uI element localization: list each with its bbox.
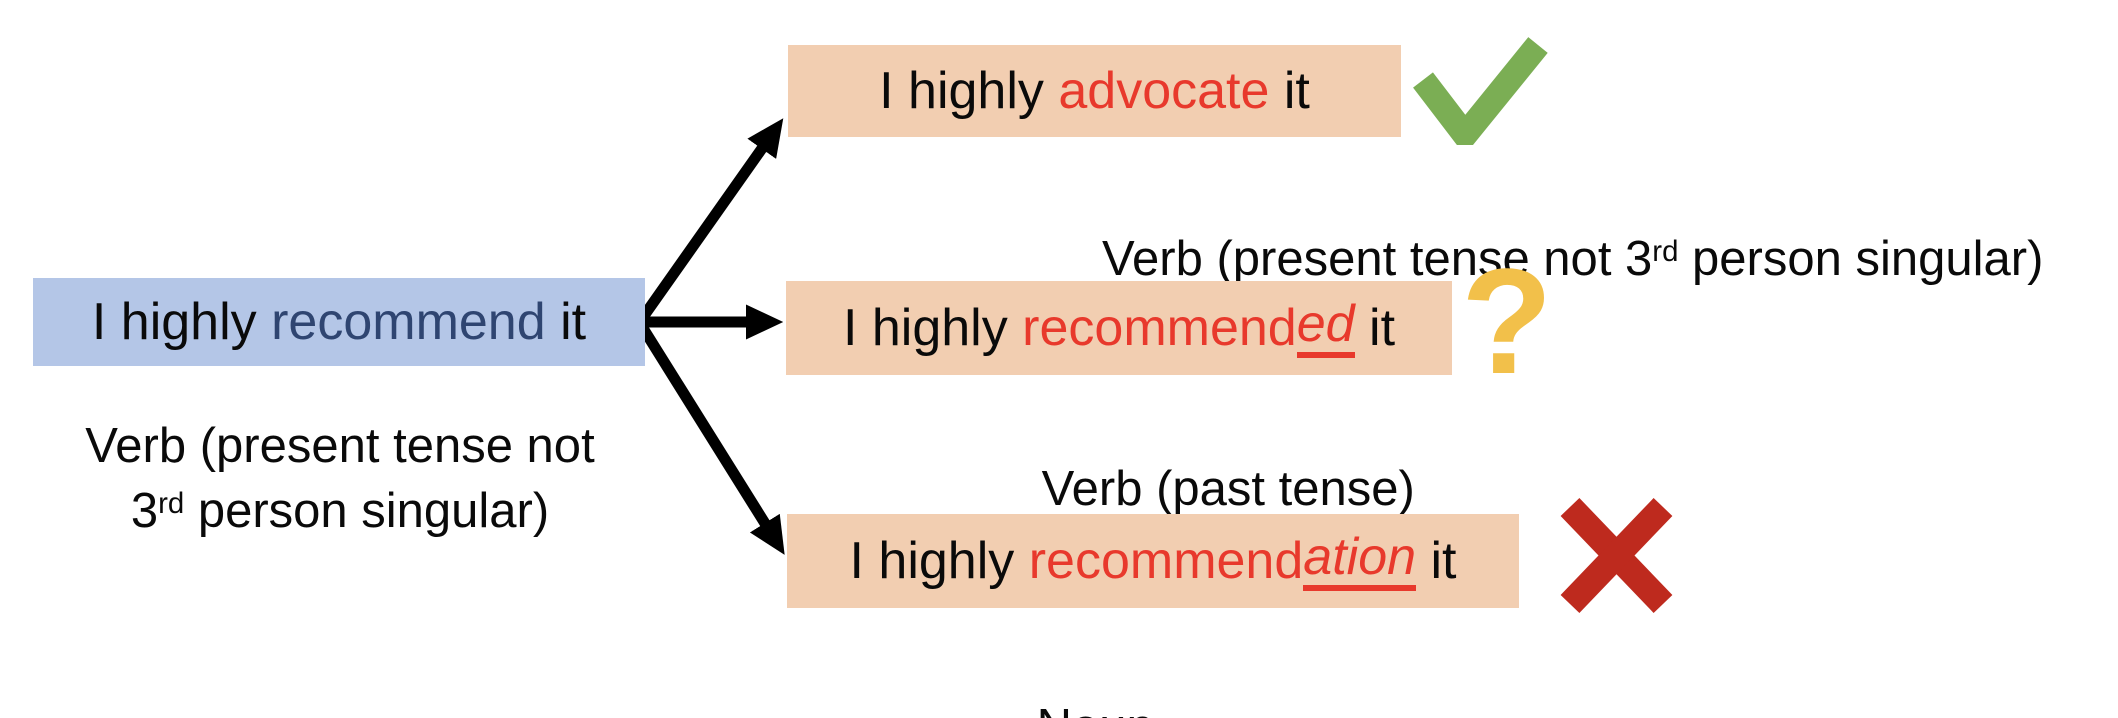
source-text-pre: I highly (91, 293, 272, 351)
branch0-text-pre: I highly (879, 62, 1059, 120)
source-caption-superscript: rd (158, 486, 185, 520)
source-sentence-box: I highly recommend it (33, 278, 645, 366)
branch2-pos-caption: Noun (918, 630, 1218, 718)
branch2-substituted-word: recommend (1028, 532, 1304, 590)
source-pos-caption: Verb (present tense not 3rd person singu… (5, 414, 675, 543)
branch0-substituted-word: advocate (1058, 62, 1270, 120)
checkmark-icon (1413, 37, 1548, 145)
branch2-text-post: it (1416, 532, 1457, 590)
source-caption-line2-rest: person singular) (184, 483, 550, 538)
source-caption-line2-num: 3 (130, 483, 159, 538)
branch1-pos-caption: Verb (past tense) (901, 392, 1501, 586)
branch1-substituted-word: recommend (1022, 299, 1297, 357)
cross-icon (1560, 498, 1673, 613)
branch2-text-pre: I highly (849, 532, 1029, 590)
source-caption-line1: Verb (present tense not (85, 419, 595, 473)
branch1-text-post: it (1354, 299, 1396, 357)
branch1-suffix: ed (1296, 298, 1355, 358)
source-highlighted-word: recommend (271, 293, 546, 351)
branch0-caption-superscript: rd (1652, 234, 1679, 268)
branch-sentence-box-advocate: I highly advocate it (788, 45, 1401, 137)
question-mark-icon: ? (1461, 237, 1553, 405)
source-text-post: it (545, 293, 587, 351)
branch0-caption-post: person singular) (1678, 231, 2044, 286)
branch2-suffix: ation (1303, 531, 1417, 591)
branch0-pos-caption: Verb (present tense not 3rd person singu… (958, 162, 2118, 356)
arrow-to-branch-bottom (636, 322, 785, 555)
branch1-text-pre: I highly (842, 299, 1023, 357)
arrow-to-branch-top (636, 118, 784, 324)
branch0-caption-pre: Verb (present tense not 3 (1102, 231, 1653, 286)
branch1-caption-pre: Verb (past tense) (1041, 461, 1415, 516)
branch0-text-post: it (1269, 62, 1310, 120)
branch2-caption-pre: Noun (1037, 700, 1154, 718)
